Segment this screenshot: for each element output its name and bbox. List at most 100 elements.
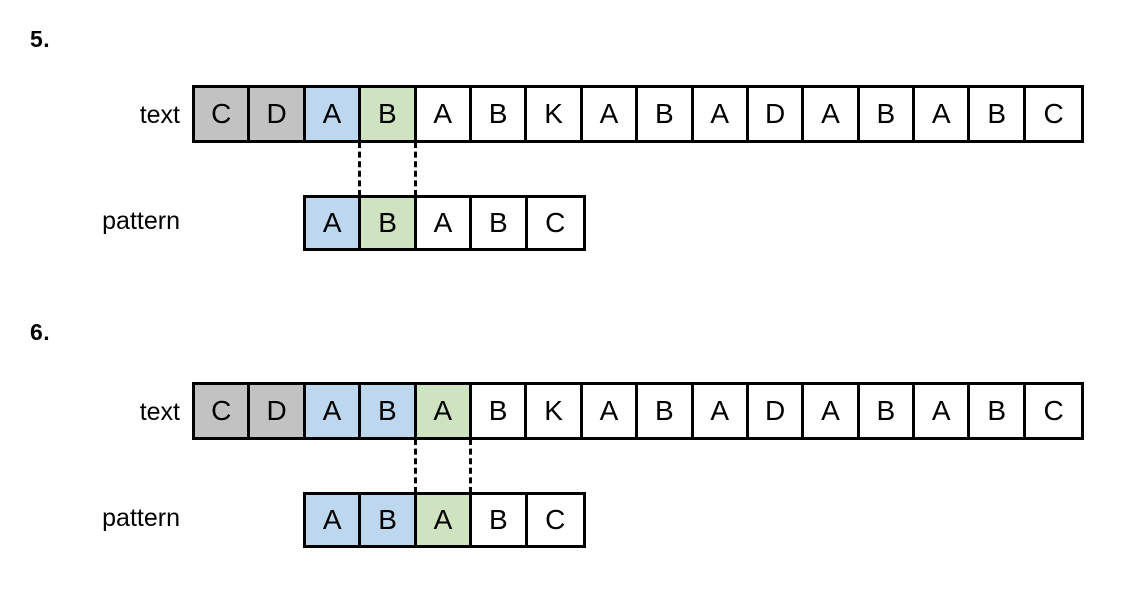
dashed-connector-left-icon [414, 439, 417, 493]
dashed-connector-right-icon [469, 439, 472, 493]
step-5-text-cell-char: D [266, 98, 287, 129]
step-5-pattern-cell: A [416, 198, 473, 248]
step-5-text-cell-char: B [654, 98, 674, 129]
step-6-text-cell-char: B [654, 395, 674, 426]
step-5-text-cell-char: A [821, 98, 840, 129]
step-5-text-cell-char: B [876, 98, 896, 129]
step-6-number: 6. [30, 319, 51, 345]
step-6-pattern-cell: A [416, 495, 473, 545]
step-6-pattern-cell: B [472, 495, 528, 545]
step-6-text-cell: A [305, 385, 362, 437]
step-6-text-cell-char: K [544, 395, 563, 426]
step-5-text-cell-char: D [764, 98, 786, 129]
step-6-text-cell: B [859, 385, 916, 437]
step-6-text-cell-char: A [710, 395, 730, 426]
step-6-text-cell-char: C [1043, 395, 1064, 426]
step-5-text-cell-char: A [931, 98, 951, 129]
step-5-text-cell-char: A [710, 98, 730, 129]
step-6-text-cell-char: A [821, 395, 840, 426]
step-5-text-cell: C [195, 88, 251, 140]
step-6-text-cell-char: B [987, 395, 1006, 426]
step-6-text-cell-char: C [211, 395, 232, 426]
step-5-text-cell: A [804, 88, 860, 140]
step-6-text-cell-char: D [266, 395, 287, 426]
step-6-text-cell-char: B [488, 395, 508, 426]
step-5-pattern-row-label: pattern [102, 207, 180, 235]
step-5-number: 5. [30, 26, 51, 52]
step-5-text-cell: A [915, 88, 971, 140]
step-5-text-cell: A [582, 88, 639, 140]
step-6-text-cell-char: A [322, 395, 342, 426]
step-6-text-cell: B [638, 385, 694, 437]
step-5-pattern-cell-char: B [489, 207, 508, 238]
step-6-text-cell-char: A [931, 395, 951, 426]
step-5-text-cell-char: A [322, 98, 342, 129]
step-5-text-cell: B [471, 88, 528, 140]
step-6-pattern-cell: C [527, 495, 583, 545]
step-6-pattern-cell-char: B [378, 504, 397, 535]
step-6-text-cell: A [416, 385, 472, 437]
step-5-text-cell-char: A [433, 98, 453, 129]
step-5-text-cell: D [250, 88, 306, 140]
step-6-pattern-row-label: pattern [102, 504, 180, 532]
step-5-text-cell: B [970, 88, 1026, 140]
step-5-text-cell: A [416, 88, 472, 140]
step-6-pattern-cell-char: A [433, 504, 453, 535]
step-6-text-cell-char: A [599, 395, 619, 426]
step-5-text-cell: B [859, 88, 916, 140]
dashed-connector-left-icon [358, 142, 361, 196]
step-6-text-cell: B [471, 385, 528, 437]
step-5-diagram: 5. text C D A B A B K A B A D A B A B C pattern A B A B C [30, 26, 1085, 251]
step-5-pattern-cell-char: A [322, 207, 342, 238]
step-6-text-cell: A [582, 385, 639, 437]
step-5-pattern-cell: A [306, 198, 362, 248]
step-6-pattern-cell-char: A [322, 504, 342, 535]
step-6-text-cell: C [1025, 385, 1082, 437]
step-5-text-row-label: text [139, 101, 180, 129]
step-6-pattern-cell-char: C [545, 504, 566, 535]
step-6-text-cell: A [915, 385, 971, 437]
step-5-text-cell-char: B [987, 98, 1006, 129]
step-5-text-cell-char: B [378, 98, 397, 129]
step-6-text-cell-char: D [764, 395, 786, 426]
step-6-pattern-cell: A [306, 495, 362, 545]
step-6-text-cell-char: B [378, 395, 397, 426]
step-5-text-cell: D [748, 88, 805, 140]
dashed-connector-right-icon [414, 142, 417, 196]
step-6-text-cell: C [195, 385, 251, 437]
step-6-text-cell: D [250, 385, 306, 437]
step-5-pattern-cell-char: C [545, 207, 566, 238]
step-5-text-cell-char: K [544, 98, 563, 129]
step-6-diagram: 6. [0, 297, 1137, 597]
step-5-text-cell-char: B [488, 98, 508, 129]
step-6-text-cell: B [970, 385, 1026, 437]
step-6-pattern-cell-char: B [489, 504, 508, 535]
step-5-text-cell: C [1025, 88, 1082, 140]
step-5-text-cell: A [693, 88, 749, 140]
step-6-text-cell: D [748, 385, 805, 437]
step-6-text-cell-char: A [433, 395, 453, 426]
step-5-text-cell: B [638, 88, 694, 140]
step-5-pattern-cell: C [527, 198, 583, 248]
step-5-text-cell: K [527, 88, 583, 140]
step-6-text-cell: A [693, 385, 749, 437]
step-5-pattern-cell: B [361, 198, 417, 248]
step-6-text-cell: A [804, 385, 860, 437]
step-6-pattern-cell: B [361, 495, 417, 545]
step-5-text-cell: A [305, 88, 362, 140]
step-6-text-row-label: text [139, 398, 180, 426]
step-5-text-cell-char: A [599, 98, 619, 129]
step-6-text-cell: B [361, 385, 417, 437]
step-5-text-cell-char: C [1043, 98, 1064, 129]
step-6-text-cell-char: B [876, 395, 896, 426]
step-5-text-cell: B [361, 88, 417, 140]
step-5-text-cell-char: C [211, 98, 232, 129]
step-5-pattern-cell: B [472, 198, 528, 248]
step-5-pattern-cell-char: A [433, 207, 453, 238]
step-5-pattern-cell-char: B [378, 207, 397, 238]
step-6-text-cell: K [527, 385, 583, 437]
